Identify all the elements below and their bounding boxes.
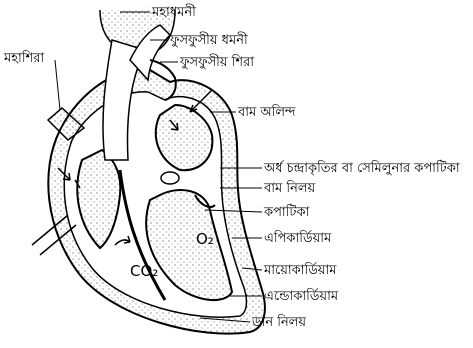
label-semilunar-valve: অর্ধ চন্দ্রাকৃতির বা সেমিলুনার কপাটিকা bbox=[263, 160, 460, 176]
label-right-ventricle: ডান নিলয় bbox=[251, 314, 306, 330]
label-epicardium: এপিকার্ডিয়াম bbox=[264, 230, 332, 246]
carbon-dioxide-marker: CO₂ bbox=[130, 262, 158, 280]
label-left-ventricle: বাম নিলয় bbox=[263, 180, 316, 196]
label-endocardium: এন্ডোকার্ডিয়াম bbox=[264, 288, 339, 304]
label-aorta: মহাধমনী bbox=[151, 4, 196, 20]
oxygen-marker: O₂ bbox=[196, 230, 214, 248]
label-left-atrium: বাম অলিন্দ bbox=[237, 104, 296, 120]
label-pulmonary-vein: ফুসফুসীয় শিরা bbox=[179, 54, 254, 70]
label-valve: কপাটিকা bbox=[263, 204, 310, 220]
label-pulmonary-artery: ফুসফুসীয় ধমনী bbox=[169, 32, 248, 48]
semilunar-valve-shape bbox=[161, 172, 179, 184]
label-vena-cava: মহাশিরা bbox=[3, 50, 44, 66]
label-myocardium: মায়োকার্ডিয়াম bbox=[263, 262, 337, 278]
